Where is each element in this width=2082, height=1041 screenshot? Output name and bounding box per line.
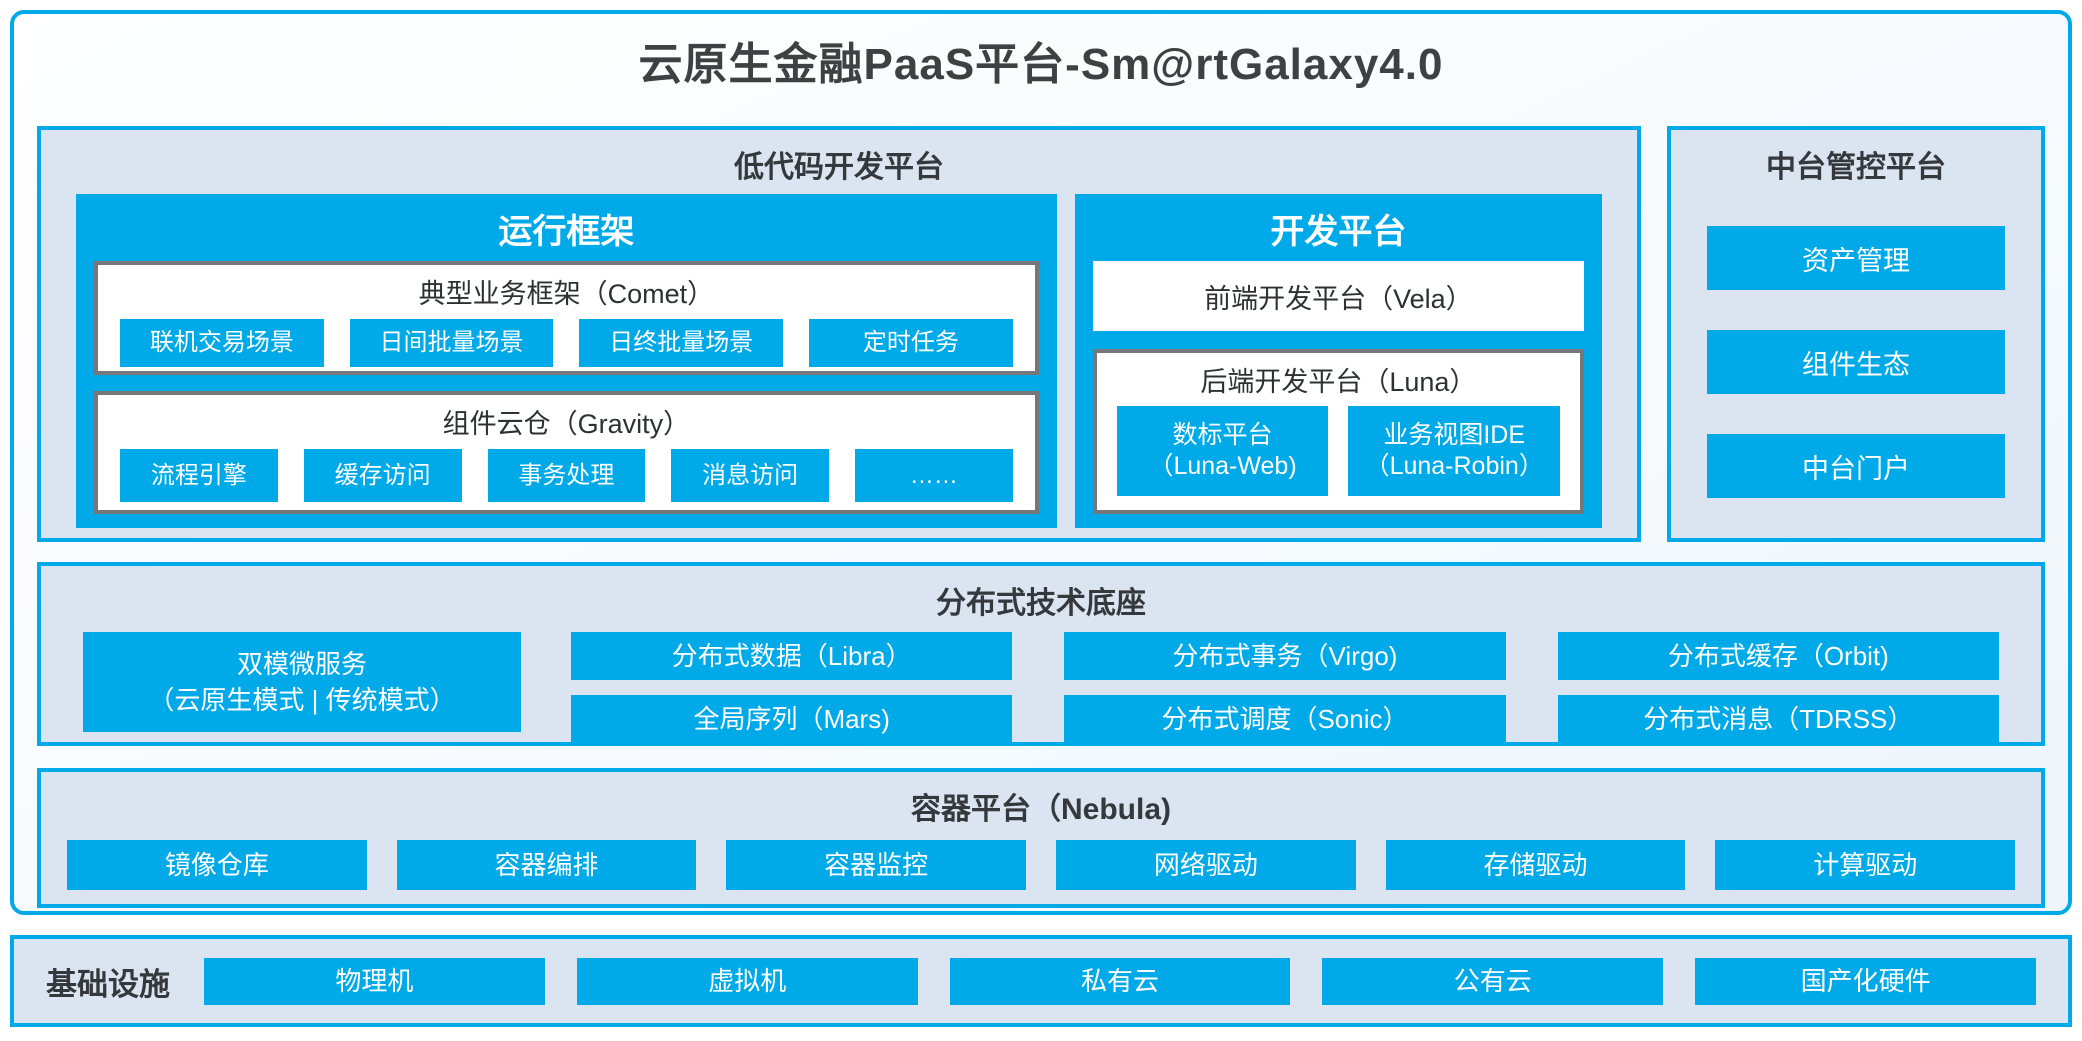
chip-dual-mode-microservice: 双模微服务 （云原生模式 | 传统模式） — [83, 632, 521, 732]
midplatform-control-panel: 中台管控平台 资产管理 组件生态 中台门户 — [1667, 126, 2045, 542]
vela-frontend-box: 前端开发平台（Vela） — [1092, 261, 1584, 331]
container-platform-header: 容器平台（Nebula) — [910, 793, 1171, 826]
chip-storage-driver: 存储驱动 — [1385, 840, 1686, 890]
page-title: 云原生金融PaaS平台-Sm@rtGalaxy4.0 — [638, 40, 1444, 89]
midplatform-items: 资产管理 组件生态 中台门户 — [1671, 192, 2041, 498]
luna-chip-row: 数标平台 （Luna-Web) 业务视图IDE （Luna-Robin） — [1097, 402, 1580, 510]
gravity-warehouse-title: 组件云仓（Gravity） — [442, 409, 691, 439]
comet-framework-title: 典型业务框架（Comet） — [418, 279, 715, 309]
chip-network-driver: 网络驱动 — [1056, 840, 1356, 890]
dev-platform-panel: 开发平台 前端开发平台（Vela） 后端开发平台（Luna） 数标平台 （Lun… — [1074, 194, 1602, 528]
lowcode-platform-header: 低代码开发平台 — [734, 151, 944, 184]
microservice-line2: （云原生模式 | 传统模式） — [148, 685, 456, 715]
chip-private-cloud: 私有云 — [949, 957, 1291, 1005]
chip-luna-robin: 业务视图IDE （Luna-Robin） — [1348, 406, 1561, 496]
chip-global-sequence-mars: 全局序列（Mars) — [571, 695, 1013, 743]
lowcode-platform-panel: 低代码开发平台 运行框架 典型业务框架（Comet） 联机交易场景 日间批量场景… — [37, 126, 1641, 542]
chip-endofday-batch: 日终批量场景 — [579, 319, 784, 367]
chip-distributed-scheduling-sonic: 分布式调度（Sonic） — [1064, 695, 1506, 743]
chip-process-engine: 流程引擎 — [120, 449, 278, 502]
chip-image-registry: 镜像仓库 — [67, 840, 367, 890]
gravity-chip-row: 流程引擎 缓存访问 事务处理 消息访问 …… — [98, 444, 1035, 515]
chip-public-cloud: 公有云 — [1322, 957, 1664, 1005]
chip-online-transaction: 联机交易场景 — [120, 319, 324, 367]
luna-backend-box: 后端开发平台（Luna） 数标平台 （Luna-Web) 业务视图IDE （Lu… — [1092, 349, 1584, 514]
dev-platform-title: 开发平台 — [1270, 213, 1407, 251]
chip-compute-driver: 计算驱动 — [1715, 840, 2016, 890]
infrastructure-label: 基础设施 — [46, 966, 170, 1002]
chip-virtual-machine: 虚拟机 — [576, 957, 918, 1005]
luna-backend-title: 后端开发平台（Luna） — [1200, 367, 1477, 397]
container-platform-panel: 容器平台（Nebula) 镜像仓库 容器编排 容器监控 网络驱动 存储驱动 计算… — [37, 768, 2045, 908]
microservice-line1: 双模微服务 — [236, 648, 367, 679]
chip-scheduled-task: 定时任务 — [809, 319, 1013, 367]
chip-domestic-hardware: 国产化硬件 — [1695, 957, 2036, 1005]
distributed-base-panel: 分布式技术底座 双模微服务 （云原生模式 | 传统模式） 分布式数据（Libra… — [37, 562, 2045, 746]
lowcode-platform-body: 运行框架 典型业务框架（Comet） 联机交易场景 日间批量场景 日终批量场景 … — [41, 192, 1637, 546]
runtime-framework-panel: 运行框架 典型业务框架（Comet） 联机交易场景 日间批量场景 日终批量场景 … — [76, 194, 1057, 528]
luna-web-line2: （Luna-Web) — [1148, 452, 1297, 480]
luna-robin-line1: 业务视图IDE — [1383, 420, 1526, 449]
chip-ellipsis: …… — [855, 449, 1013, 502]
main-row: 低代码开发平台 运行框架 典型业务框架（Comet） 联机交易场景 日间批量场景… — [37, 126, 2045, 542]
distributed-base-header: 分布式技术底座 — [936, 587, 1146, 620]
infrastructure-panel: 基础设施 物理机 虚拟机 私有云 公有云 国产化硬件 — [10, 935, 2072, 1027]
container-chip-row: 镜像仓库 容器编排 容器监控 网络驱动 存储驱动 计算驱动 — [41, 834, 2041, 906]
comet-framework-box: 典型业务框架（Comet） 联机交易场景 日间批量场景 日终批量场景 定时任务 — [94, 261, 1039, 375]
chip-component-ecosystem: 组件生态 — [1707, 330, 2005, 394]
infrastructure-chips: 物理机 虚拟机 私有云 公有云 国产化硬件 — [204, 957, 2036, 1005]
luna-web-line1: 数标平台 — [1172, 420, 1273, 449]
distributed-base-body: 双模微服务 （云原生模式 | 传统模式） 分布式数据（Libra） 分布式事务（… — [41, 628, 2041, 748]
chip-container-monitoring: 容器监控 — [726, 840, 1027, 890]
midplatform-header: 中台管控平台 — [1766, 151, 1946, 184]
chip-physical-machine: 物理机 — [204, 957, 545, 1005]
luna-robin-line2: （Luna-Robin） — [1364, 452, 1544, 480]
chip-distributed-data-libra: 分布式数据（Libra） — [571, 632, 1013, 680]
chip-cache-access: 缓存访问 — [303, 449, 462, 502]
comet-chip-row: 联机交易场景 日间批量场景 日终批量场景 定时任务 — [98, 314, 1035, 380]
chip-asset-management: 资产管理 — [1707, 226, 2005, 290]
chip-transaction-processing: 事务处理 — [487, 449, 646, 502]
chip-message-access: 消息访问 — [671, 449, 829, 502]
chip-midplatform-portal: 中台门户 — [1707, 434, 2005, 498]
chip-distributed-cache-orbit: 分布式缓存（Orbit) — [1557, 632, 1999, 680]
chip-container-orchestration: 容器编排 — [396, 840, 697, 890]
chip-daytime-batch: 日间批量场景 — [349, 319, 554, 367]
distributed-grid: 分布式数据（Libra） 分布式事务（Virgo) 分布式缓存（Orbit) 全… — [571, 632, 1999, 743]
chip-distributed-transaction-virgo: 分布式事务（Virgo) — [1064, 632, 1506, 680]
gravity-warehouse-box: 组件云仓（Gravity） 流程引擎 缓存访问 事务处理 消息访问 …… — [94, 391, 1039, 514]
chip-luna-web: 数标平台 （Luna-Web) — [1116, 406, 1329, 496]
chip-distributed-message-tdrss: 分布式消息（TDRSS） — [1557, 695, 1999, 743]
runtime-framework-title: 运行框架 — [498, 213, 635, 251]
platform-outer-frame: 云原生金融PaaS平台-Sm@rtGalaxy4.0 低代码开发平台 运行框架 … — [10, 10, 2072, 915]
